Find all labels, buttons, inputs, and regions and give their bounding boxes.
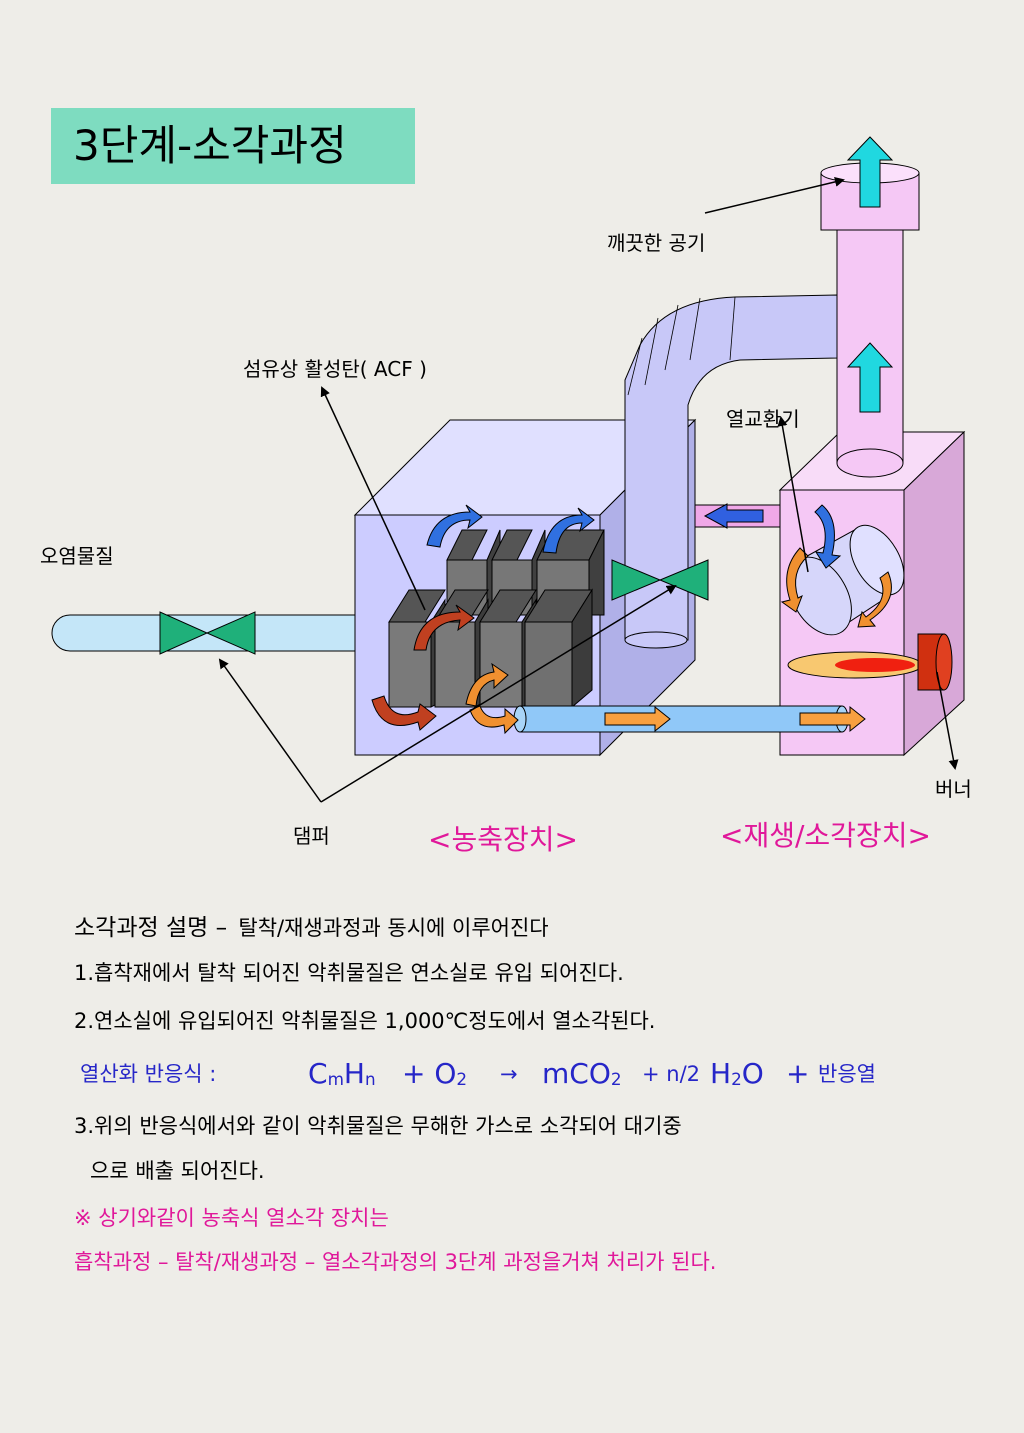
formula-n-half: + n/2 (642, 1062, 701, 1086)
description-line-1: 1.흡착재에서 탈착 되어진 악취물질은 연소실로 유입 되어진다. (74, 961, 624, 985)
formula-n-sub: n (364, 1069, 376, 1089)
heat-exchanger-label: 열교환기 (726, 407, 800, 431)
chimney-stack (820, 162, 920, 478)
formula-mco: mCO (542, 1057, 611, 1090)
note-line-2: 흡착과정 – 탈착/재생과정 – 열소각과정의 3단계 과정을거쳐 처리가 된다… (74, 1250, 717, 1274)
formula-plus: + (786, 1057, 810, 1090)
description-line-3b: 으로 배출 되어진다. (90, 1159, 265, 1183)
note-line-1: ※ 상기와같이 농축식 열소각 장치는 (74, 1206, 389, 1230)
description-line-3: 3.위의 반응식에서와 같이 악취물질은 무해한 가스로 소각되어 대기중 (74, 1114, 682, 1138)
flow-right-arrow-icon (604, 705, 866, 733)
circulation-arrow-icon (371, 504, 892, 735)
formula-oxygen: + O2 (402, 1052, 467, 1101)
formula-reactant-hydrocarbon: CmHn (308, 1052, 376, 1101)
damper-duct-icon (611, 559, 709, 601)
description-heading-rest: 탈착/재생과정과 동시에 이루어진다 (238, 916, 549, 940)
formula-h2: H (710, 1057, 732, 1090)
description-line-2: 2.연소실에 유입되어진 악취물질은 1,000℃정도에서 열소각된다. (74, 1009, 656, 1033)
leader-lines (218, 176, 959, 803)
formula-plus-o: + O (402, 1057, 457, 1090)
formula-label: 열산화 반응식 : (80, 1062, 217, 1086)
regenerator-unit-label: <재생/소각장치> (720, 819, 931, 852)
incineration-diagram (51, 136, 966, 803)
formula-h2-sub: 2 (731, 1069, 742, 1089)
acf-label: 섬유상 활성탄( ACF ) (243, 357, 427, 381)
formula-m-sub: m (327, 1069, 344, 1089)
flow-left-arrow-icon (703, 503, 764, 529)
burner-icon (917, 633, 953, 691)
burner-label: 버너 (935, 777, 972, 801)
formula-o2-sub: 2 (456, 1069, 468, 1089)
formula-c: C (308, 1057, 328, 1090)
formula-arrow: → (500, 1062, 518, 1086)
damper-inlet-icon (159, 611, 256, 655)
transfer-pipe (513, 705, 849, 733)
formula-co2-sub: 2 (610, 1069, 622, 1089)
concentrator-unit-label: <농축장치> (428, 823, 578, 856)
formula-o: O (741, 1057, 764, 1090)
damper-label: 댐퍼 (293, 824, 330, 848)
page-title: 3단계-소각과정 (51, 108, 415, 184)
formula-h: H (343, 1057, 365, 1090)
clean-air-arrow-icon (846, 136, 894, 413)
burner-flame (787, 651, 923, 679)
exhaust-duct (624, 294, 838, 649)
description-heading: 소각과정 설명 – 탈착/재생과정과 동시에 이루어진다 (74, 908, 549, 942)
formula-water: H2O (710, 1052, 764, 1101)
formula-heat: 반응열 (818, 1062, 876, 1086)
clean-air-label: 깨끗한 공기 (607, 231, 706, 255)
pollutant-label: 오염물질 (40, 544, 114, 568)
description-heading-title: 소각과정 설명 – (74, 915, 228, 941)
formula-co2: mCO2 (542, 1052, 622, 1101)
